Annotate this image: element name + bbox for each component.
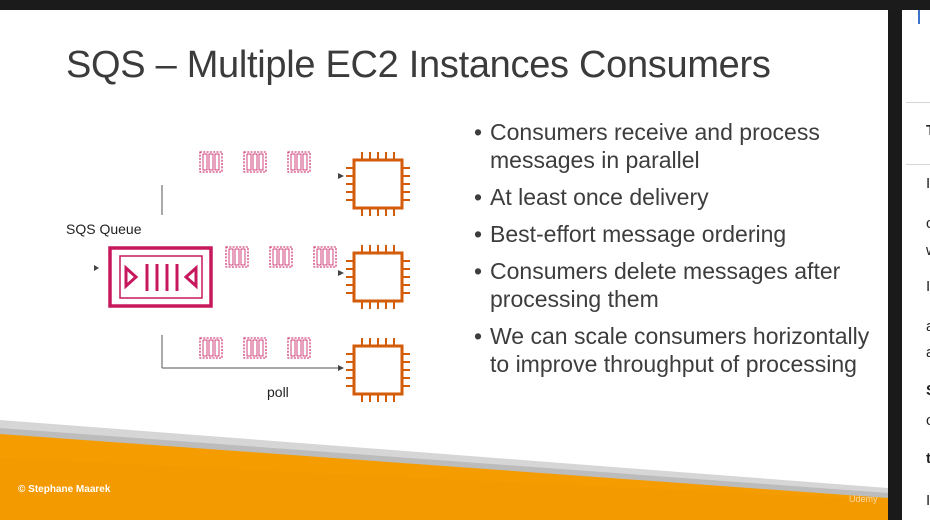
message-icon (243, 337, 267, 359)
panel-text-fragment: I (926, 278, 930, 295)
panel-divider (906, 102, 930, 103)
sqs-queue-icon (108, 246, 213, 308)
panel-text-fragment: a (926, 344, 930, 361)
bullet-dot: • (474, 184, 483, 210)
top-bar (0, 0, 930, 10)
message-group-top (199, 151, 311, 173)
message-icon (243, 151, 267, 173)
message-group-bottom (199, 337, 311, 359)
bullet-item: • Best-effort message ordering (474, 220, 874, 248)
panel-text-fragment: a (926, 318, 930, 335)
connector-lines (161, 185, 338, 369)
bullet-dot: • (474, 221, 483, 247)
copyright-text: © Stephane Maarek (18, 484, 111, 495)
slide-title: SQS – Multiple EC2 Instances Consumers (66, 44, 771, 86)
bullet-dot: • (474, 119, 483, 145)
panel-text-fragment: T (926, 122, 930, 139)
ec2-instance-icon (344, 336, 412, 404)
panel-text-fragment: t (926, 450, 930, 467)
arrowheads (94, 173, 344, 371)
message-icon (287, 151, 311, 173)
panel-text-fragment: I (926, 175, 930, 192)
panel-accent-marker (918, 10, 920, 24)
udemy-watermark: Udemy (849, 494, 878, 504)
ec2-instance-icon (344, 150, 412, 218)
right-side-panel: T I c w I a a S c t I (888, 10, 930, 520)
panel-text-fragment: w (926, 242, 930, 259)
panel-text-fragment: c (926, 215, 930, 232)
panel-text-fragment: I (926, 492, 930, 509)
bullet-text: At least once delivery (490, 184, 709, 210)
panel-text-fragment: S (926, 382, 930, 399)
bullet-item: • Consumers delete messages after process… (474, 257, 874, 313)
ec2-instance-icon (344, 243, 412, 311)
bullet-text: Consumers delete messages after processi… (490, 258, 841, 312)
bullet-dot: • (474, 258, 483, 284)
panel-divider (906, 164, 930, 165)
bullet-list: • Consumers receive and process messages … (474, 118, 874, 387)
bullet-item: • Consumers receive and process messages … (474, 118, 874, 174)
message-icon (225, 246, 249, 268)
slide: SQS – Multiple EC2 Instances Consumers (0, 10, 888, 520)
message-icon (199, 151, 223, 173)
message-icon (269, 246, 293, 268)
message-icon (313, 246, 337, 268)
architecture-diagram (94, 150, 412, 404)
bullet-text: We can scale consumers horizontally to i… (490, 323, 870, 377)
message-icon (287, 337, 311, 359)
bullet-text: Consumers receive and process messages i… (490, 119, 820, 173)
panel-text-fragment: c (926, 412, 930, 429)
bullet-item: • At least once delivery (474, 183, 874, 211)
sqs-queue-label: SQS Queue (66, 221, 142, 237)
bullet-item: • We can scale consumers horizontally to … (474, 322, 874, 378)
bullet-text: Best-effort message ordering (490, 221, 787, 247)
poll-label: poll (267, 384, 289, 400)
bullet-dot: • (474, 323, 483, 349)
message-icon (199, 337, 223, 359)
message-group-middle (225, 246, 337, 268)
